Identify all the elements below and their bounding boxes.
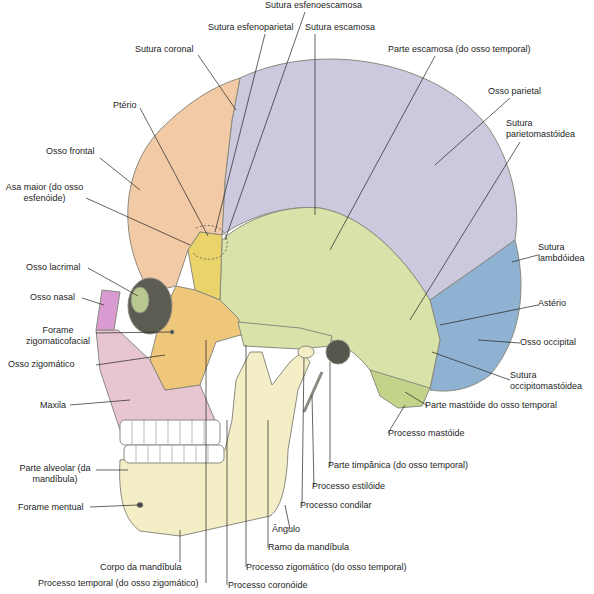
part-label: Parte timpânica (do osso temporal) [328,460,518,471]
part-label: Osso parietal [488,86,578,97]
part-label: Sutura coronal [135,44,215,55]
part-label: Sutura escamosa [305,22,395,33]
upper-teeth [120,420,220,445]
part-label: Sutura esfenoescamosa [265,0,395,11]
mastoid-part [370,370,430,408]
part-label: Corpo da mandíbula [100,562,215,573]
tooth-lines [132,420,208,463]
part-label: Sutura parietomastóidea [506,118,592,140]
part-label: Osso zigomático [8,359,98,370]
lacrimal-bone [131,287,149,313]
part-label: Processo estilóide [312,481,422,492]
part-label: Forame mentual [18,502,98,513]
part-label: Osso nasal [30,292,90,303]
part-label: Processo mastóide [388,428,498,439]
part-label: Ângulo [272,524,322,535]
part-label: Processo temporal (do osso zigomático) [38,578,225,589]
occipital-bone [430,240,521,391]
pterion-ring [192,225,227,259]
part-label: Parte alveolar (da mandíbula) [14,463,96,485]
lower-teeth [124,445,224,463]
part-label: Sutura occipitomastóidea [510,370,594,392]
part-label: Osso lacrimal [26,262,101,273]
part-label: Sutura esfenoparietal [208,22,320,33]
zygomatic-process [238,322,332,349]
leader-lines [70,12,538,585]
part-label: Osso occipital [520,337,594,348]
part-label: Ptério [113,100,153,111]
part-label: Processo coronóide [228,580,343,591]
styloid-process [304,372,322,412]
part-label: Sutura lambdóidea [538,242,594,264]
part-label: Astério [538,298,592,309]
nasal-bone [96,290,120,330]
part-label: Processo condilar [300,500,410,511]
zygomaticofacial-foramen [170,330,174,334]
part-label: Maxila [40,400,80,411]
part-label: Ramo da mandíbula [268,542,378,553]
part-label: Processo zigomático (do osso temporal) [246,562,446,573]
orbit [128,278,172,334]
part-label: Osso frontal [46,146,116,157]
part-label: Forame zigomaticofacial [18,325,98,347]
part-label: Asa maior (do osso esfenóide) [2,182,87,204]
condyle [298,346,314,358]
ear-canal [326,340,350,364]
part-label: Parte escamosa (do osso temporal) [388,44,578,55]
part-label: Parte mastóide do osso temporal [425,400,593,411]
